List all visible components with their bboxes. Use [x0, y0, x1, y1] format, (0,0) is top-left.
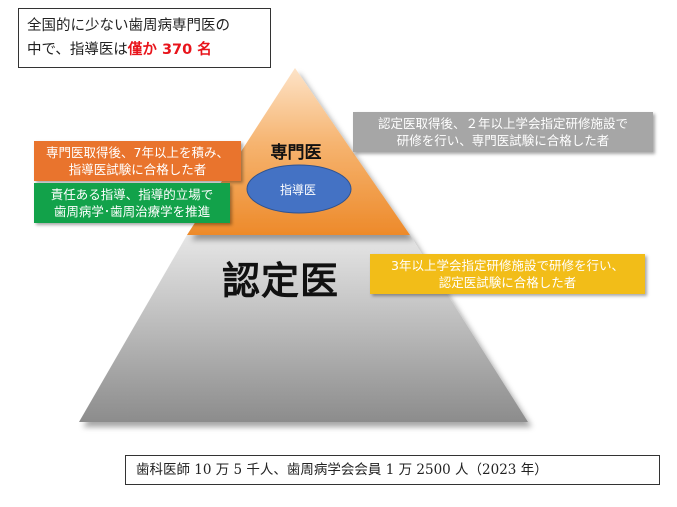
certified-requirement-line2: 認定医試験に合格した者: [438, 275, 577, 290]
instructor-role-box: 責任ある指導、指導的立場で 歯周病学･歯周治療学を推進: [34, 183, 230, 223]
summary-note-box: 全国的に少ない歯周病専門医の 中で、指導医は僅か 370 名: [18, 8, 271, 68]
summary-note-line2: 中で、指導医は僅か 370 名: [27, 38, 262, 62]
instructor-requirement-line2: 指導医試験に合格した者: [68, 162, 207, 177]
instructor-requirement-line1: 専門医取得後、7年以上を積み、: [46, 145, 229, 160]
instructor-requirement-box: 専門医取得後、7年以上を積み、 指導医試験に合格した者: [34, 141, 241, 181]
specialist-requirement-line1: 認定医取得後、２年以上学会指定研修施設で: [377, 116, 628, 131]
instructor-role-line1: 責任ある指導、指導的立場で: [50, 187, 214, 202]
certified-requirement-box: 3年以上学会指定研修施設で研修を行い、 認定医試験に合格した者: [370, 254, 645, 294]
certified-requirement-line1: 3年以上学会指定研修施設で研修を行い、: [391, 258, 624, 273]
instructor-role-line2: 歯周病学･歯周治療学を推進: [53, 204, 211, 219]
statistics-text: 歯科医師 10 万 5 千人、歯周病学会会員 1 万 2500 人（2023 年…: [136, 462, 548, 478]
pyramid-top-tier: [187, 68, 410, 235]
summary-note-line1: 全国的に少ない歯周病専門医の: [27, 18, 230, 34]
summary-note-prefix: 中で、指導医は: [27, 42, 128, 58]
specialist-requirement-box: 認定医取得後、２年以上学会指定研修施設で 研修を行い、専門医試験に合格した者: [353, 112, 653, 152]
pyramid-ellipse: [246, 164, 352, 214]
summary-note-highlight: 僅か 370 名: [127, 42, 212, 58]
specialist-label: 専門医: [270, 143, 322, 163]
certified-label: 認定医: [222, 259, 340, 303]
statistics-box: 歯科医師 10 万 5 千人、歯周病学会会員 1 万 2500 人（2023 年…: [125, 455, 660, 485]
specialist-requirement-line2: 研修を行い、専門医試験に合格した者: [396, 133, 610, 148]
instructor-label: 指導医: [279, 183, 316, 197]
